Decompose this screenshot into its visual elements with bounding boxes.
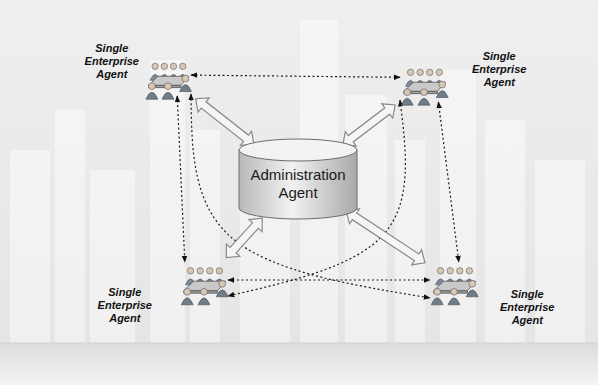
enterprise-agent: Single Enterprise Agent [430,262,478,302]
meeting-icon [145,58,191,96]
enterprise-agent: Single Enterprise Agent [180,262,228,302]
meeting-icon [430,262,478,302]
admin-link-arrow [346,209,425,265]
agent-name: Single Enterprise Agent [85,42,139,81]
band-edge [0,343,598,344]
agent-name: Single Enterprise Agent [98,286,152,325]
admin-link-arrow [343,104,395,146]
admin-link-arrow [226,218,262,257]
agent-name: Single Enterprise Agent [500,288,554,327]
agent-name: Single Enterprise Agent [472,50,526,89]
peer-link-arrow [228,100,405,296]
skyline [10,20,585,345]
admin-link-arrow [196,98,254,145]
database-cylinder: Administration Agent [238,138,358,220]
bottom-band [0,343,598,385]
enterprise-agent: Single Enterprise Agent [400,64,448,102]
peer-link-arrow [191,94,430,298]
peer-link-arrow [191,75,400,77]
meeting-icon [180,262,228,302]
node-title: Administration Agent [246,166,350,202]
peer-link-arrow [438,102,458,262]
enterprise-agent: Single Enterprise Agent [145,58,191,96]
meeting-icon [400,64,448,102]
peer-link-arrow [177,96,185,262]
